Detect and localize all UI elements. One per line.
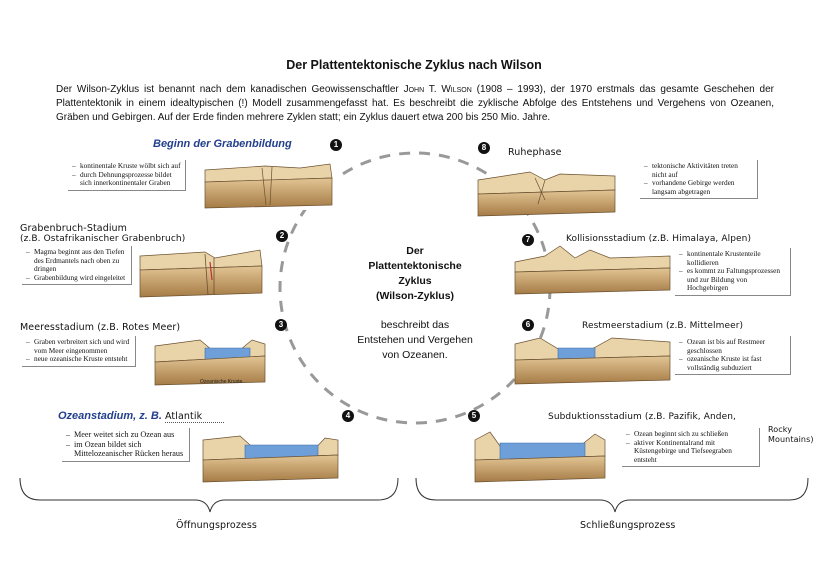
right-brace <box>415 477 809 513</box>
stage-2-note-1: Magma beginnt aus den Tiefen des Erdmant… <box>26 247 128 274</box>
stage-2-subheading: (z.B. Ostafrikanischer Grabenbruch) <box>20 234 186 244</box>
stage-6-note-1: Ozean ist bis auf Restmeer geschlossen <box>679 337 787 355</box>
intro-author: John T. Wilson <box>403 84 472 95</box>
stage-4-notes: Meer weitet sich zu Ozean aus im Ozean b… <box>62 428 190 462</box>
block-image-stage-3: Ozeanische Kruste <box>154 339 266 386</box>
stage-2-notes: Magma beginnt aus den Tiefen des Erdmant… <box>22 246 132 286</box>
block-image-stage-4 <box>202 435 339 483</box>
stage-8-heading: Ruhephase <box>508 147 562 158</box>
stage-2-note-2: Grabenbildung wird eingeleitet <box>26 273 128 283</box>
stage-6-note-2: ozeanische Kruste ist fast vollständig s… <box>679 354 787 372</box>
intro-text-before: Der Wilson-Zyklus ist benannt nach dem k… <box>56 84 404 95</box>
stage-4-number: 4 <box>342 410 354 422</box>
stage-7-note-2: es kommt zu Faltungsprozessen und zur Bi… <box>679 266 787 293</box>
left-brace <box>19 477 399 513</box>
center-line-6: Entstehen und Vergehen <box>357 334 473 346</box>
stage-4-heading: Ozeanstadium, z. B. Atlantik <box>58 410 225 423</box>
block-image-stage-2 <box>139 249 263 298</box>
center-line-3: Zyklus <box>398 275 432 287</box>
block-image-stage-1 <box>197 158 337 210</box>
stage-1-notes: kontinentale Kruste wölbt sich auf durch… <box>68 160 186 191</box>
opening-process-label: Öffnungsprozess <box>176 520 257 531</box>
center-line-2: Plattentektonische <box>368 260 462 272</box>
stage-7-notes: kontinentale Krustenteile kollidieren es… <box>675 248 791 296</box>
stage-5-heading-extra: Rocky Mountains) <box>768 425 814 444</box>
stage-8-number: 8 <box>478 142 490 154</box>
oceanic-crust-label: Ozeanische Kruste <box>200 379 242 385</box>
stage-8-note-2: vorhandene Gebirge werden langsam abgetr… <box>644 178 754 196</box>
stage-7-note-1: kontinentale Krustenteile kollidieren <box>679 249 787 267</box>
stage-1-note-1: kontinentale Kruste wölbt sich auf <box>72 161 182 171</box>
stage-5-note-1: Ozean beginnt sich zu schließen <box>626 429 756 439</box>
stage-2-heading: Grabenbruch-Stadium <box>20 223 128 234</box>
stage-6-number: 6 <box>522 319 534 331</box>
stage-1-number: 1 <box>330 139 342 151</box>
stage-7-heading: Kollisionsstadium (z.B. Himalaya, Alpen) <box>566 234 752 244</box>
block-image-stage-8 <box>477 171 616 217</box>
stage-5-number: 5 <box>468 410 480 422</box>
stage-7-number: 7 <box>522 234 534 246</box>
center-line-4: (Wilson-Zyklus) <box>375 290 455 302</box>
closing-process-label: Schließungsprozess <box>580 520 676 531</box>
stage-3-heading: Meeresstadium (z.B. Rotes Meer) <box>20 322 181 333</box>
intro-paragraph: Der Wilson-Zyklus ist benannt nach dem k… <box>56 83 774 125</box>
center-line-1: Der <box>406 245 424 257</box>
stage-4-heading-text: Ozeanstadium, z. B. <box>58 410 162 422</box>
stage-8-note-1: tektonische Aktivitäten treten nicht auf <box>644 161 754 179</box>
stage-1-note-2: durch Dehnungsprozesse bildet sich inner… <box>72 170 182 188</box>
stage-3-note-1: Graben verbreitert sich und wird vom Mee… <box>26 337 132 355</box>
stage-5-notes: Ozean beginnt sich zu schließen aktiver … <box>622 428 760 468</box>
stage-4-note-1: Meer weitet sich zu Ozean aus <box>66 430 186 440</box>
page-title: Der Plattentektonische Zyklus nach Wilso… <box>286 58 542 72</box>
block-image-stage-7 <box>514 245 671 295</box>
center-line-5: beschreibt das <box>380 319 450 331</box>
center-line-7: von Ozeanen. <box>382 349 448 361</box>
stage-6-notes: Ozean ist bis auf Restmeer geschlossen o… <box>675 336 791 376</box>
stage-3-note-2: neue ozeanische Kruste entsteht <box>26 355 132 364</box>
stage-3-notes: Graben verbreitert sich und wird vom Mee… <box>22 336 136 367</box>
stage-8-notes: tektonische Aktivitäten treten nicht auf… <box>640 160 758 200</box>
stage-5-heading: Subduktionsstadium (z.B. Pazifik, Anden, <box>548 412 736 422</box>
stage-2-number: 2 <box>276 230 288 242</box>
block-image-stage-6 <box>514 337 671 385</box>
stage-4-note-2: im Ozean bildet sich Mittelozeanischer R… <box>66 440 186 459</box>
cycle-center-text: Der Plattentektonische Zyklus (Wilson-Zy… <box>340 244 490 363</box>
intro-text-after: (1908 – 1993), der 1970 erstmals das ges… <box>56 84 775 123</box>
stage-6-heading: Restmeerstadium (z.B. Mittelmeer) <box>582 321 744 331</box>
stage-4-fill: Atlantik <box>164 411 225 423</box>
stage-3-number: 3 <box>275 319 287 331</box>
stage-1-heading: Beginn der Grabenbildung <box>153 138 292 150</box>
block-image-stage-5 <box>474 431 606 483</box>
stage-5-note-2: aktiver Kontinentalrand mit Küstengebirg… <box>626 438 756 465</box>
